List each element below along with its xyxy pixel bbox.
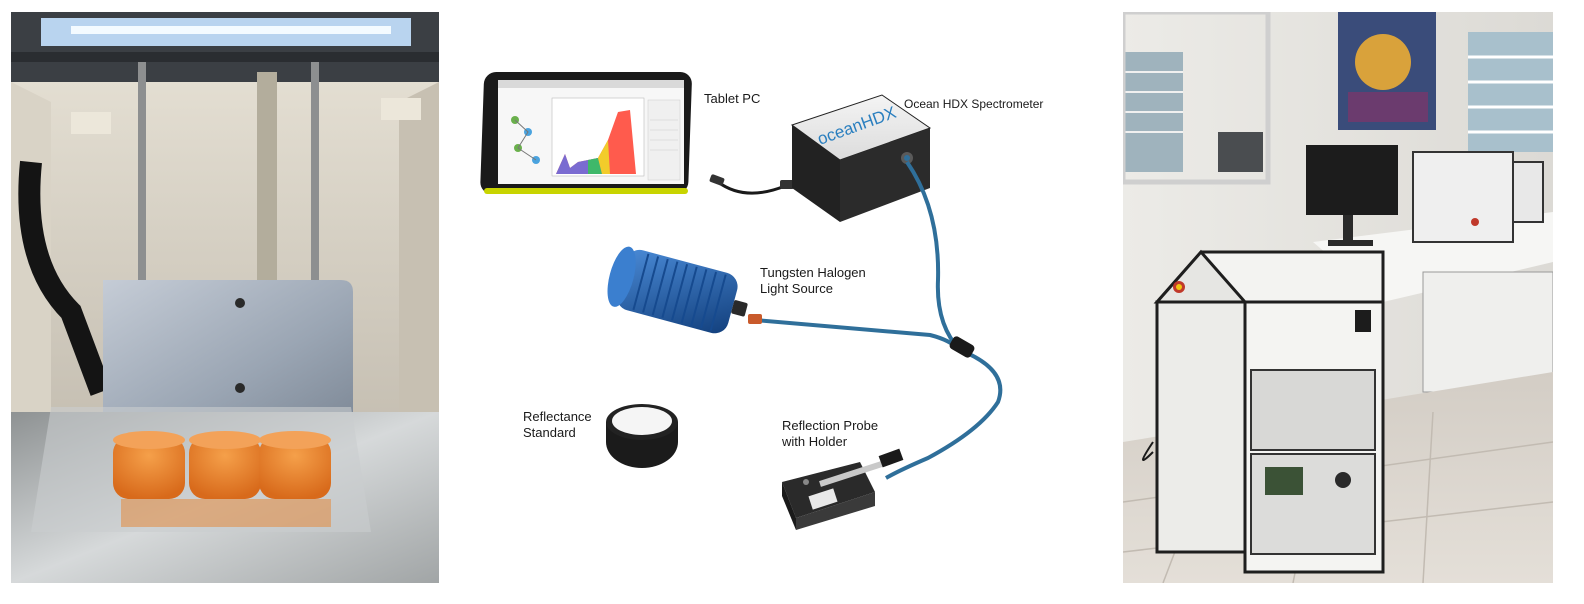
- light-booth-photo: [11, 12, 439, 583]
- spectrometer-label: Ocean HDX Spectrometer: [904, 97, 1044, 111]
- light-source-label-line2: Light Source: [760, 281, 833, 296]
- ocean-hdx-spectrometer-illustration: oceanHDX: [790, 94, 932, 222]
- tungsten-halogen-lamp-illustration: [607, 246, 748, 334]
- probe-label-line2: with Holder: [782, 434, 848, 449]
- light-source-label-line1: Tungsten Halogen: [760, 265, 866, 280]
- standard-label-line2: Standard: [523, 425, 576, 440]
- probe-label-line1: Reflection Probe: [782, 418, 879, 433]
- reflection-probe-illustration: [782, 448, 904, 530]
- reflectance-standard-illustration: [606, 404, 678, 468]
- tablet-pc-illustration: [480, 72, 692, 194]
- lab-instrument-photo: [1123, 12, 1553, 583]
- tablet-label: Tablet PC: [704, 91, 761, 106]
- spectrometer-setup-diagram: oceanHDX: [470, 50, 1090, 550]
- standard-label-line1: Reflectance: [523, 409, 592, 424]
